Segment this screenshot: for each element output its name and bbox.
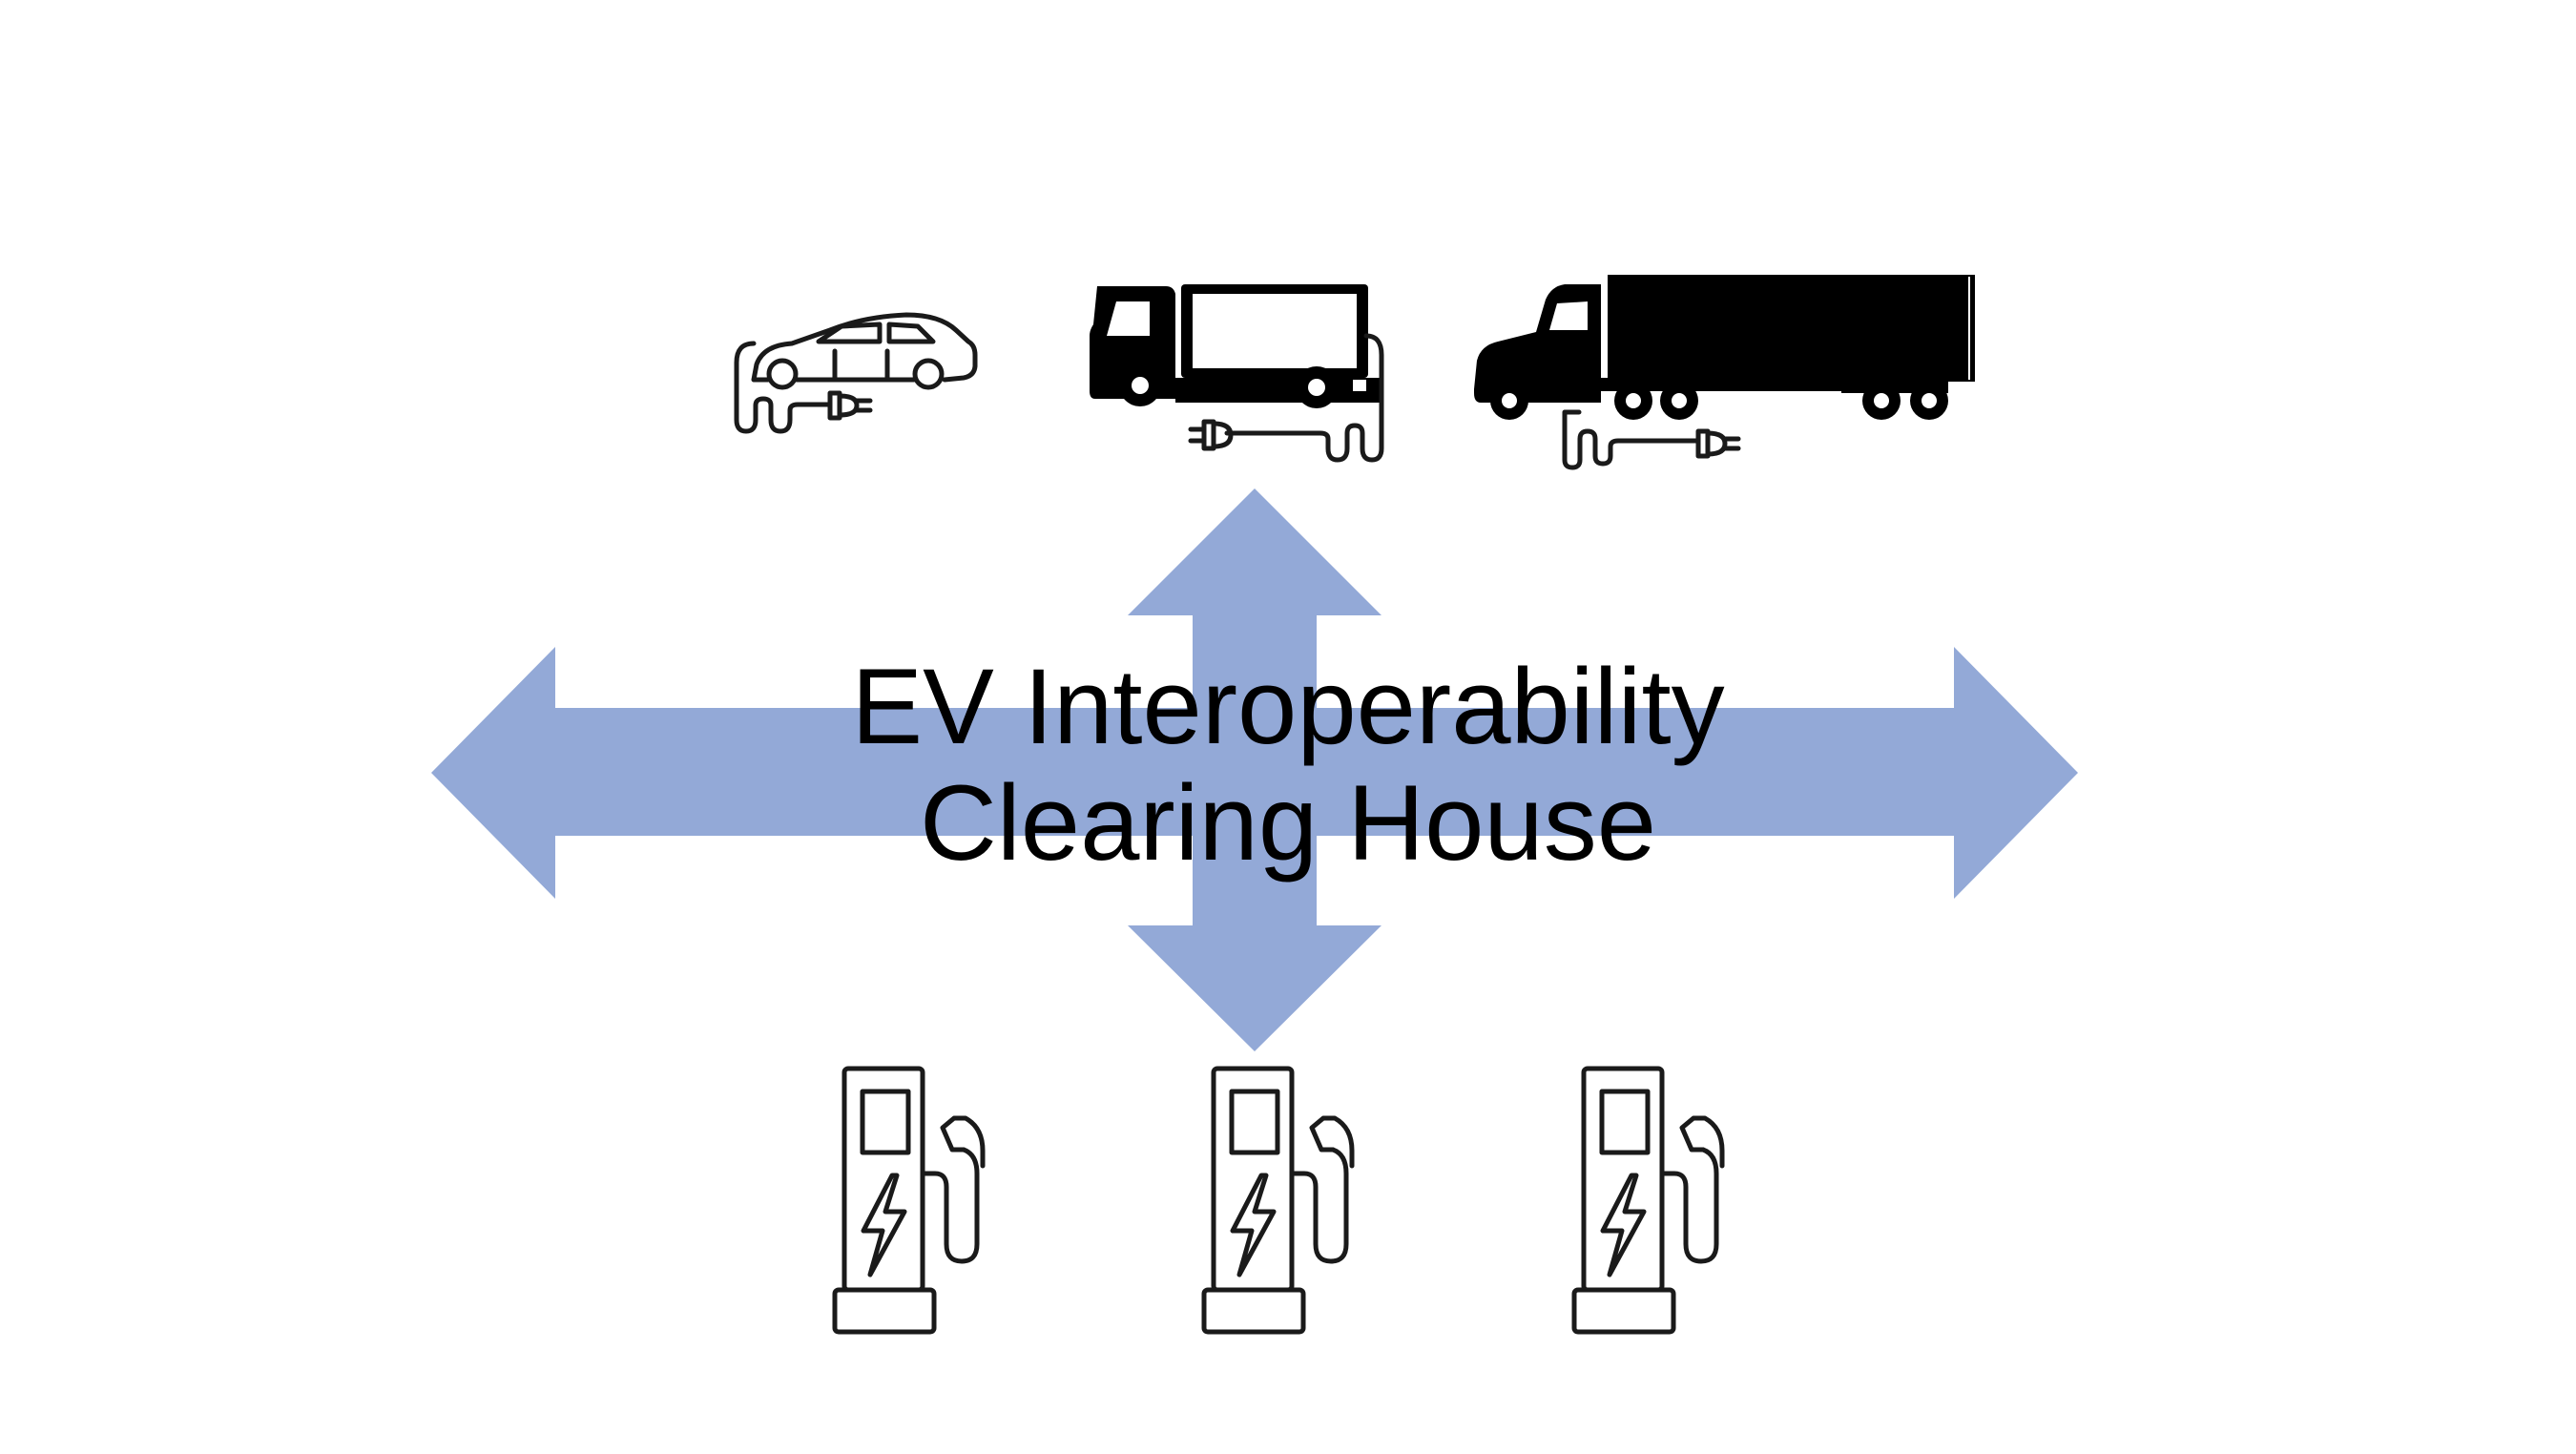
charging-station-1 — [832, 1066, 986, 1335]
hub-title-line-2: Clearing House — [920, 763, 1656, 883]
charging-station-2 — [1201, 1066, 1355, 1335]
vertical-double-arrow — [1128, 488, 1381, 1051]
hub-title: EV Interoperability Clearing House — [668, 649, 1908, 882]
four-way-arrow — [431, 488, 2078, 1051]
electric-box-truck-icon — [1090, 284, 1384, 463]
hub-title-line-1: EV Interoperability — [851, 647, 1725, 766]
electric-semi-truck-icon — [1474, 275, 1975, 470]
electric-car-icon — [734, 312, 978, 434]
charging-station-3 — [1571, 1066, 1725, 1335]
